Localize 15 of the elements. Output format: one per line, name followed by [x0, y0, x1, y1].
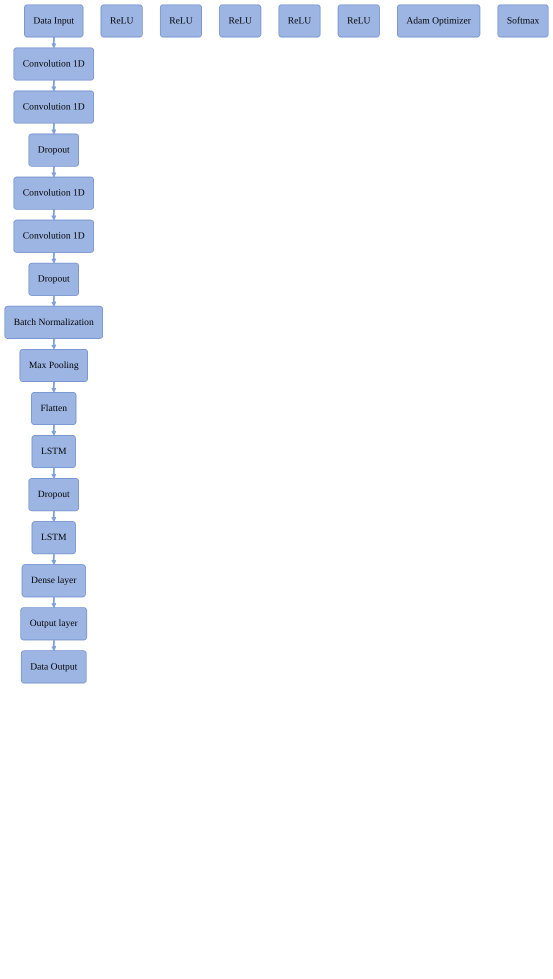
arrow — [51, 597, 56, 608]
arrow — [51, 252, 56, 264]
arrow — [51, 123, 56, 135]
arrow — [51, 554, 56, 566]
arrow — [51, 338, 56, 350]
arrow — [51, 424, 56, 436]
arrow — [51, 296, 56, 307]
arrow — [51, 37, 56, 48]
arrow — [51, 382, 56, 393]
arrow — [51, 468, 56, 480]
arrow — [51, 640, 56, 652]
arrow — [51, 511, 56, 522]
arrow — [51, 210, 56, 221]
arrow — [51, 166, 56, 178]
arrow — [51, 80, 56, 92]
